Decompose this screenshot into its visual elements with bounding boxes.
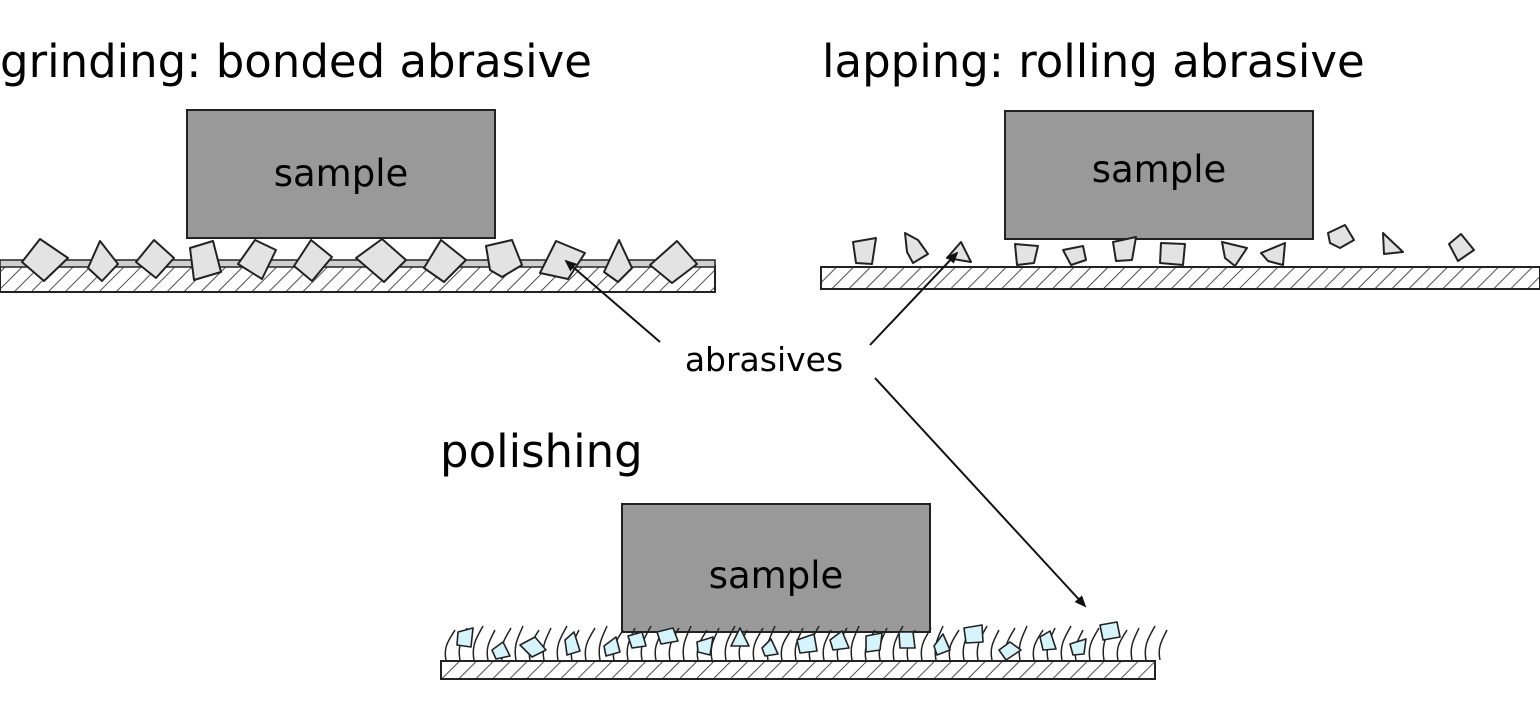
cloth-fibre	[556, 625, 568, 661]
abrasive-grain	[293, 239, 333, 282]
abrasive-grain	[423, 239, 467, 283]
grinding-sample-label: sample	[274, 152, 409, 195]
cloth-fibre	[948, 629, 960, 661]
cloth-fibre	[892, 625, 904, 661]
abrasive-grain	[237, 239, 277, 280]
abrasive-grain	[904, 232, 929, 264]
cloth-fibre	[1018, 625, 1028, 661]
abrasive-grain	[1159, 242, 1186, 266]
cloth-fibre	[920, 627, 932, 661]
grinding-sample	[186, 109, 496, 239]
lapping-abrasive-grains	[852, 224, 1475, 267]
abrasive-grain	[1039, 630, 1057, 651]
abrasive-grain	[865, 632, 883, 653]
abrasive-grain	[829, 630, 850, 651]
abrasive-grain	[696, 636, 714, 656]
cloth-fibre	[598, 625, 608, 661]
cloth-fibre	[1158, 629, 1168, 661]
abrasive-grain	[1014, 243, 1039, 266]
abrasive-grain	[1069, 638, 1087, 656]
cloth-fibre	[1088, 627, 1100, 661]
polishing-sample-label: sample	[709, 554, 844, 597]
cloth-fibre	[486, 629, 496, 661]
cloth-fibre	[1116, 629, 1128, 661]
abrasive-grain	[656, 627, 679, 645]
abrasive-grain	[603, 239, 633, 283]
abrasive-grain	[1327, 224, 1355, 249]
polishing-panel: polishing sample	[440, 425, 1168, 680]
abrasive-grain	[189, 240, 222, 281]
abrasive-grain	[519, 636, 547, 658]
abrasive-grain	[21, 238, 69, 282]
lapping-sample-label: sample	[1092, 148, 1227, 191]
abrasive-grain	[1448, 233, 1475, 262]
abrasive-grain	[898, 631, 916, 649]
cloth-fibre	[626, 627, 636, 661]
abrasive-grain	[603, 636, 621, 657]
cloth-fibre	[472, 625, 484, 661]
abrasive-grain	[564, 631, 581, 656]
lapping-substrate	[820, 266, 1540, 290]
lapping-title: lapping: rolling abrasive	[822, 35, 1365, 88]
cloth-fibre	[514, 625, 524, 661]
cloth-fibre	[1060, 625, 1072, 661]
abrasive-grain	[627, 631, 647, 649]
abrasive-grain	[485, 239, 523, 278]
abrasive-grain	[355, 238, 407, 283]
abrasive-grain	[1221, 241, 1248, 267]
lapping-sample	[1004, 110, 1314, 240]
cloth-fibre	[990, 629, 1000, 661]
cloth-fibre	[1032, 629, 1044, 661]
abrasive-grain	[456, 627, 474, 648]
abrasive-grain	[491, 641, 511, 660]
abrasive-grain	[963, 624, 984, 644]
cloth-fibre	[780, 629, 792, 661]
abrasive-grain	[649, 240, 698, 284]
polishing-title: polishing	[440, 425, 643, 478]
abrasive-grain	[796, 633, 818, 654]
abrasives-callout-label: abrasives	[685, 340, 843, 379]
cloth-fibre	[1130, 627, 1140, 661]
abrasive-grain	[1382, 232, 1404, 255]
grinding-panel: grinding: bonded abrasive sample	[0, 35, 716, 293]
cloth-fibre	[444, 629, 456, 661]
polishing-sample	[621, 503, 931, 633]
cloth-fibre	[724, 625, 736, 661]
abrasive-grain	[852, 237, 877, 265]
cloth-fibre	[850, 625, 860, 661]
abrasive-grain	[1260, 242, 1286, 266]
abrasive-grain	[87, 240, 119, 282]
cloth-fibre	[542, 627, 552, 661]
abrasive-grain	[135, 239, 175, 279]
grinding-abrasive-grains	[21, 238, 698, 284]
lapping-panel: lapping: rolling abrasive sample	[820, 35, 1540, 290]
polishing-substrate	[440, 660, 1156, 680]
abrasive-grain	[933, 633, 951, 656]
cloth-fibre	[584, 627, 596, 661]
polishing-abrasive-grains	[456, 621, 1121, 661]
abrasive-grain	[1099, 621, 1121, 641]
cloth-fibre	[822, 629, 832, 661]
cloth-fibre	[682, 625, 692, 661]
abrasive-grain	[1112, 236, 1137, 262]
abrasive-grain	[1062, 245, 1087, 266]
pointer-arrow-lapping	[869, 251, 959, 346]
cloth-fibre	[752, 627, 764, 661]
grinding-title: grinding: bonded abrasive	[0, 35, 592, 88]
pointer-arrow-polishing	[874, 377, 1087, 608]
cloth-fibre	[1144, 625, 1156, 661]
pointer-arrow-grinding	[564, 259, 661, 343]
abrasive-grain	[998, 641, 1022, 661]
abrasive-grain	[730, 627, 750, 647]
abrasives-callout: abrasives	[564, 251, 1087, 608]
abrasive-grain	[761, 638, 779, 657]
